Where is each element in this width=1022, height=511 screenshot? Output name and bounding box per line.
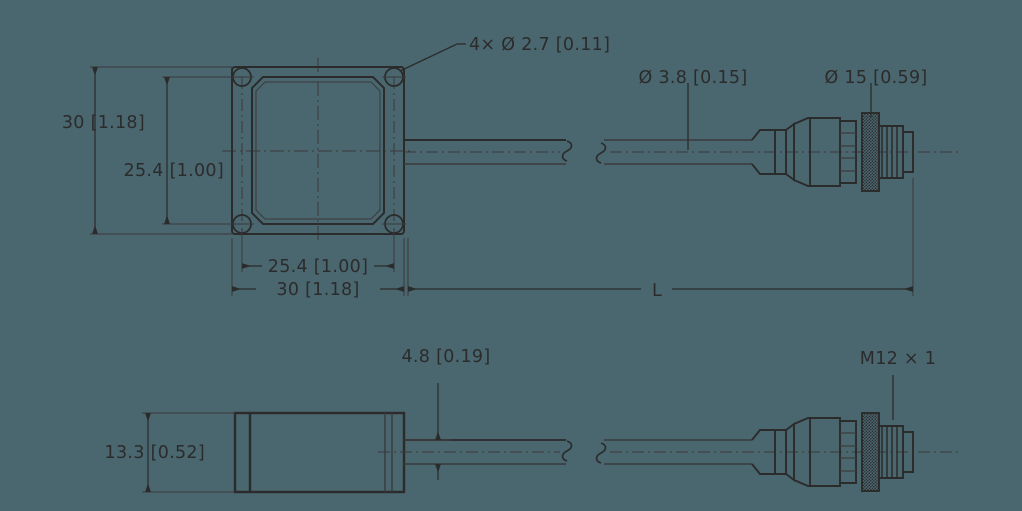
dim-side-height: 13.3 [0.52] (105, 443, 205, 463)
dim-connector-diameter: Ø 15 [0.59] (824, 68, 927, 88)
front-view (222, 58, 960, 244)
dim-front-width-outer: 30 [1.18] (276, 280, 359, 300)
ext-lines-side-height (142, 412, 235, 493)
dim-cable-diameter: Ø 3.8 [0.15] (639, 68, 748, 88)
ext-lines-height-254 (162, 76, 242, 225)
sensor-body-outline (231, 66, 405, 235)
dim-hole-callout: 4× Ø 2.7 [0.11] (469, 35, 610, 55)
sensor-face-inner-edge (255, 81, 381, 220)
dim-cable-length: L (652, 281, 662, 301)
ext-lines-height-30 (90, 66, 232, 235)
side-view (233, 411, 960, 494)
dim-thread-callout: M12 × 1 (860, 349, 936, 369)
side-view-dimensions: 13.3 [0.52] 4.8 [0.19] M12 × 1 (105, 347, 936, 493)
front-view-centerlines (222, 58, 414, 244)
dim-front-height-inner: 25.4 [1.00] (124, 161, 224, 181)
hole-callout-leader (399, 43, 466, 72)
dim-front-height-outer: 30 [1.18] (62, 113, 145, 133)
dim-front-width-inner: 25.4 [1.00] (268, 257, 368, 277)
m12-connector-bottom (751, 412, 914, 492)
front-view-dimensions: 30 [1.18] 25.4 [1.00] 25.4 [1.00] (62, 35, 927, 301)
sensor-face-chamfer (251, 76, 385, 225)
cable-top-view (404, 139, 960, 165)
m12-connector-top (751, 112, 914, 192)
hole-axis-lines (241, 77, 395, 224)
ext-lines-cable-exit (404, 439, 450, 465)
dim-cable-exit-height: 4.8 [0.19] (401, 347, 490, 367)
